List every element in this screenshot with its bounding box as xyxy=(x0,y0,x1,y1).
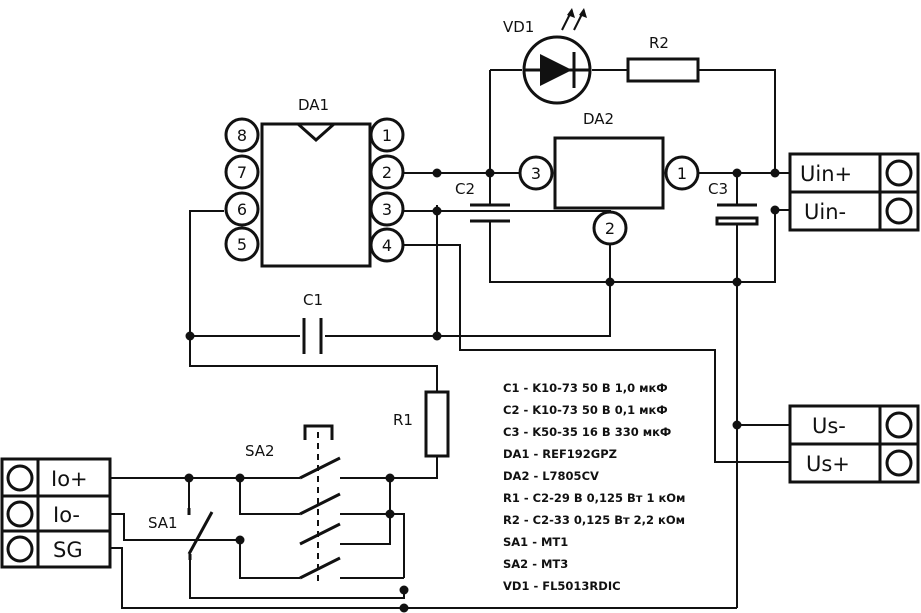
da1-pin-7 xyxy=(224,154,260,190)
da1-pin-7-label: 7 xyxy=(237,163,247,182)
da1-pin-1-label: 1 xyxy=(382,126,392,145)
bom-line: R1 - C2-29 В 0,125 Вт 1 кОм xyxy=(503,491,685,505)
da2-pin-1-label: 1 xyxy=(677,164,687,183)
da2-regulator: DA2 3 1 2 xyxy=(518,110,700,246)
bom-line: VD1 - FL5013RDIC xyxy=(503,579,621,593)
terminal-block-uin: Uin+ Uin- xyxy=(788,152,920,232)
r1-resistor: R1 xyxy=(393,390,450,458)
da1-label: DA1 xyxy=(298,96,329,114)
terminal-uin-plus: Uin+ xyxy=(800,162,852,186)
bom-line: DA2 - L7805CV xyxy=(503,469,599,483)
bom-line: C1 - K10-73 50 В 1,0 мкФ xyxy=(503,381,668,395)
terminal-sg: SG xyxy=(53,538,83,562)
da1-pin-5-label: 5 xyxy=(237,235,247,254)
junction-dots xyxy=(184,168,780,613)
bom-line: DA1 - REF192GPZ xyxy=(503,447,617,461)
da1-pin-8 xyxy=(224,117,260,153)
terminal-io-minus: Io- xyxy=(53,503,80,527)
r2-resistor: R2 xyxy=(626,34,700,83)
da1-pin-3-label: 3 xyxy=(382,200,392,219)
terminal-io-plus: Io+ xyxy=(51,467,88,491)
da1-chip: DA1 8 7 6 5 1 2 3 4 xyxy=(224,96,405,268)
r2-label: R2 xyxy=(649,34,669,52)
c2-capacitor: C2 xyxy=(455,180,510,223)
bom-line: SA1 - MT1 xyxy=(503,535,568,549)
sa1-label: SA1 xyxy=(148,514,178,532)
da2-pin-2 xyxy=(592,210,628,246)
r1-label: R1 xyxy=(393,411,413,429)
wires xyxy=(110,69,790,609)
vd1-label: VD1 xyxy=(503,18,534,36)
da2-label: DA2 xyxy=(583,110,614,128)
da1-pin-3 xyxy=(369,191,405,227)
terminal-uin-minus: Uin- xyxy=(804,200,846,224)
c1-capacitor: C1 xyxy=(302,291,323,354)
terminal-block-io: Io+ Io- SG xyxy=(0,457,112,569)
da1-pin-6 xyxy=(224,191,260,227)
bom-line: SA2 - MT3 xyxy=(503,557,568,571)
sa2-switch: SA2 xyxy=(245,424,341,584)
c1-label: C1 xyxy=(303,291,323,309)
terminal-block-us: Us- Us+ xyxy=(788,404,920,484)
da1-pin-8-label: 8 xyxy=(237,126,247,145)
c2-label: C2 xyxy=(455,180,475,198)
da1-pin-6-label: 6 xyxy=(237,200,247,219)
sa2-label: SA2 xyxy=(245,442,275,460)
terminal-us-minus: Us- xyxy=(812,414,846,438)
da1-pin-4-label: 4 xyxy=(382,236,392,255)
da2-pin-3 xyxy=(518,155,554,191)
da1-pin-2 xyxy=(369,154,405,190)
c3-capacitor: C3 xyxy=(708,180,759,226)
bom-line: C3 - K50-35 16 В 330 мкФ xyxy=(503,425,671,439)
bom-line: R2 - C2-33 0,125 Вт 2,2 кОм xyxy=(503,513,685,527)
vd1-led: VD1 xyxy=(503,8,592,105)
da1-pin-2-label: 2 xyxy=(382,163,392,182)
da2-pin-2-label: 2 xyxy=(605,219,615,238)
da2-pin-1 xyxy=(664,155,700,191)
c3-label: C3 xyxy=(708,180,728,198)
da2-pin-3-label: 3 xyxy=(531,164,541,183)
bill-of-materials: C1 - K10-73 50 В 1,0 мкФ C2 - K10-73 50 В… xyxy=(503,381,685,593)
terminal-us-plus: Us+ xyxy=(806,452,850,476)
sa1-switch: SA1 xyxy=(148,508,214,560)
da1-pin-4 xyxy=(369,227,405,263)
da1-pin-5 xyxy=(224,226,260,262)
bom-line: C2 - K10-73 50 В 0,1 мкФ xyxy=(503,403,668,417)
da1-pin-1 xyxy=(369,117,405,153)
